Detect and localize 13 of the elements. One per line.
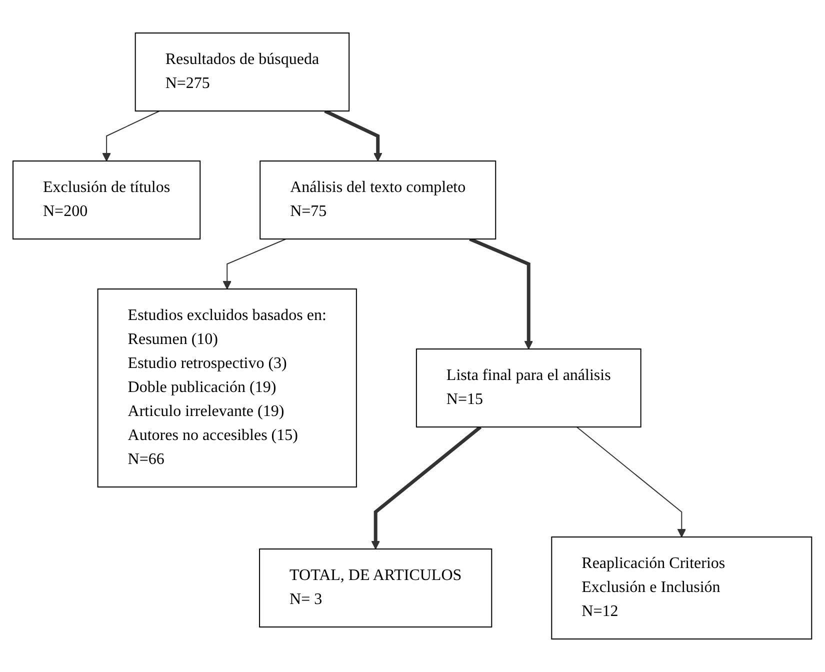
node-box: Reaplicación Criterios Exclusión e Inclusión N=12 bbox=[551, 536, 812, 640]
arrow bbox=[102, 110, 160, 162]
node-box: Lista final para el análisis N=15 bbox=[416, 348, 642, 428]
arrow bbox=[371, 426, 482, 550]
node-box: Exclusión de títulos N=200 bbox=[12, 160, 201, 240]
node-box: Resultados de búsqueda N=275 bbox=[135, 32, 350, 112]
arrow bbox=[469, 237, 534, 350]
arrow bbox=[576, 426, 686, 538]
arrow bbox=[324, 109, 382, 162]
node-box: Análisis del texto completo N=75 bbox=[260, 160, 496, 240]
node-box: TOTAL, DE ARTICULOS N= 3 bbox=[259, 548, 492, 628]
node-box: Estudios excluidos basados en: Resumen (10) Estudio retrospectivo (3) Doble publicación (19) Articulo irrelevante (19) Autores no accesibles (15) N=66 bbox=[97, 288, 358, 488]
arrow bbox=[222, 238, 287, 290]
